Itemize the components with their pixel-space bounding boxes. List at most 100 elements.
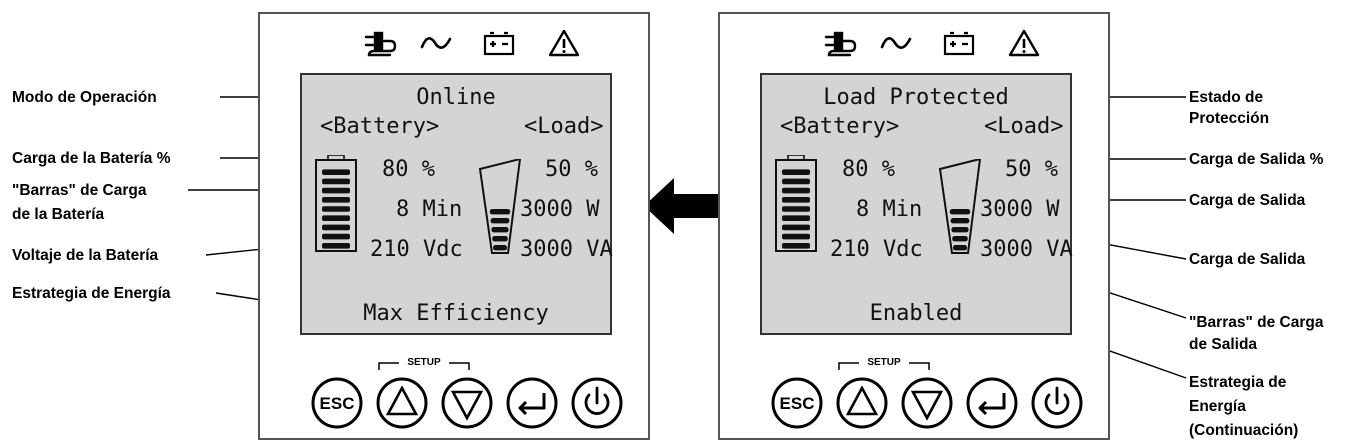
battery-bar	[322, 215, 350, 221]
label-battery-charge-percent: Carga de la Batería %	[12, 150, 171, 167]
load-level-gauge	[938, 159, 982, 254]
warning-icon	[1008, 29, 1040, 57]
ups-panel-left: Online <Battery> <Load> 80 % 8 Min 210 V…	[258, 12, 650, 440]
load-bar	[951, 227, 969, 233]
lcd-load-va: 3000 VA	[980, 237, 1073, 262]
label-protection-status-line1: Estado de	[1189, 89, 1264, 106]
esc-button[interactable]: ESC	[310, 376, 364, 430]
setup-label-text: SETUP	[867, 357, 901, 368]
battery-icon	[943, 31, 975, 56]
power-icon	[1044, 393, 1070, 415]
battery-bar	[322, 178, 350, 185]
battery-bar	[322, 233, 350, 240]
label-output-bars-line2: de Salida	[1189, 336, 1258, 353]
lcd-footer: Enabled	[869, 301, 963, 326]
setup-bracket-label: SETUP	[377, 357, 471, 371]
label-output-load-va: Carga de Salida	[1189, 251, 1306, 268]
lcd-battery-header: <Battery>	[320, 114, 440, 139]
battery-bar	[322, 169, 350, 175]
load-bar	[953, 245, 967, 251]
ups-panel-right: Load Protected <Battery> <Load> 80 % 8 M…	[718, 12, 1110, 440]
label-energy-strategy: Estrategia de Energía	[12, 285, 171, 302]
lcd-battery-percent: 80 %	[842, 157, 895, 182]
battery-bar	[782, 169, 810, 175]
plug-icon	[824, 31, 857, 57]
plug-icon	[364, 31, 397, 57]
lcd-protection-status: Load Protected	[823, 85, 1009, 110]
lcd-load-percent: 50 %	[545, 157, 598, 182]
down-arrow-icon	[450, 390, 484, 421]
lcd-runtime: 8 Min	[856, 197, 923, 222]
load-bar	[490, 218, 510, 224]
label-strategy-continued-line1: Estrategia de	[1189, 374, 1287, 391]
battery-bar	[322, 187, 350, 194]
down-button[interactable]	[440, 376, 494, 430]
load-level-gauge	[478, 159, 522, 254]
lcd-load-watts: 3000 W	[980, 197, 1060, 222]
enter-icon	[978, 393, 1006, 416]
battery-bar	[322, 197, 350, 203]
battery-level-gauge	[775, 155, 817, 252]
lcd-footer: Max Efficiency	[363, 301, 549, 326]
setup-label-text: SETUP	[407, 357, 441, 368]
lcd-battery-voltage: 210 Vdc	[830, 237, 923, 262]
battery-bar	[782, 215, 810, 221]
esc-button[interactable]: ESC	[770, 376, 824, 430]
up-button[interactable]	[835, 376, 889, 430]
power-button[interactable]	[570, 376, 624, 430]
down-arrow-icon	[910, 390, 944, 421]
lcd-load-va: 3000 VA	[520, 237, 613, 262]
label-output-load-watts: Carga de Salida	[1189, 192, 1306, 209]
enter-button[interactable]	[505, 376, 559, 430]
label-battery-bars-line1: "Barras" de Carga	[12, 182, 147, 199]
enter-button[interactable]	[965, 376, 1019, 430]
battery-bar	[782, 243, 810, 249]
lcd-screen: Load Protected <Battery> <Load> 80 % 8 M…	[760, 73, 1073, 335]
ac-wave-icon	[880, 37, 912, 49]
lcd-load-header: <Load>	[984, 114, 1064, 139]
ac-wave-icon	[420, 37, 452, 49]
lcd-battery-voltage: 210 Vdc	[370, 237, 463, 262]
power-button[interactable]	[1030, 376, 1084, 430]
battery-bar	[322, 206, 350, 212]
load-bar	[492, 236, 508, 242]
warning-icon	[548, 29, 580, 57]
battery-icon	[483, 31, 515, 56]
label-battery-bars-line2: de la Batería	[12, 206, 105, 223]
setup-bracket-label: SETUP	[837, 357, 931, 371]
battery-bar	[782, 224, 810, 231]
battery-level-gauge	[315, 155, 357, 252]
label-protection-status-line2: Protección	[1189, 110, 1270, 127]
esc-button-label: ESC	[780, 394, 815, 413]
lcd-load-percent: 50 %	[1005, 157, 1058, 182]
load-bar	[952, 236, 968, 242]
battery-bar	[322, 224, 350, 231]
battery-bar	[322, 243, 350, 249]
label-output-bars-line1: "Barras" de Carga	[1189, 314, 1324, 331]
esc-button-label: ESC	[320, 394, 355, 413]
lcd-screen: Online <Battery> <Load> 80 % 8 Min 210 V…	[300, 73, 613, 335]
load-bar	[950, 218, 970, 224]
up-arrow-icon	[385, 385, 419, 416]
label-operation-mode: Modo de Operación	[12, 89, 157, 106]
label-output-load-percent: Carga de Salida %	[1189, 151, 1324, 168]
battery-bar	[782, 206, 810, 212]
down-button[interactable]	[900, 376, 954, 430]
lcd-runtime: 8 Min	[396, 197, 463, 222]
battery-bar	[782, 233, 810, 240]
lcd-load-header: <Load>	[524, 114, 604, 139]
load-bar	[493, 245, 507, 251]
status-icon-row	[720, 28, 1108, 68]
label-strategy-continued-line2: Energía	[1189, 398, 1246, 415]
up-button[interactable]	[375, 376, 429, 430]
enter-icon	[518, 393, 546, 416]
status-icon-row	[260, 28, 648, 68]
lcd-battery-header: <Battery>	[780, 114, 900, 139]
label-battery-voltage: Voltaje de la Batería	[12, 247, 159, 264]
battery-bar	[782, 178, 810, 185]
load-bar	[489, 209, 511, 215]
battery-bar	[782, 187, 810, 194]
power-icon	[584, 393, 610, 415]
load-bar	[949, 209, 971, 215]
lcd-mode: Online	[416, 85, 496, 110]
